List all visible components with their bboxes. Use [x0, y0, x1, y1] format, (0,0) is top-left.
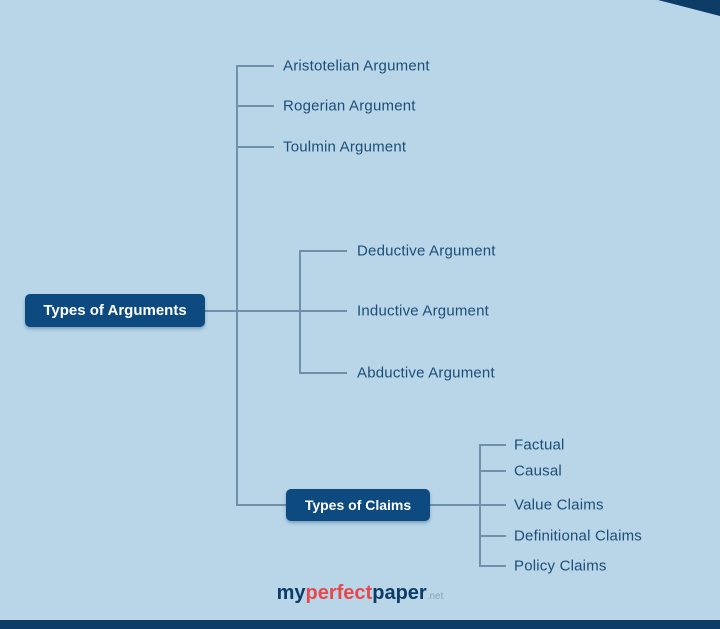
- leaf-aristotelian-argument: Aristotelian Argument: [283, 57, 430, 75]
- leaf-deductive-argument: Deductive Argument: [357, 242, 496, 260]
- branch-line-aristotelian: [236, 65, 274, 67]
- branch-line-inductive: [299, 310, 347, 312]
- leaf-value-claims: Value Claims: [514, 496, 604, 514]
- branch-line-rogerian: [236, 105, 274, 107]
- claims-node-label: Types of Claims: [304, 497, 412, 513]
- branch-line-factual: [479, 444, 506, 446]
- leaf-toulmin-argument: Toulmin Argument: [283, 138, 407, 156]
- brand-logo: myperfectpaper.net: [277, 582, 444, 605]
- claims-connector-line: [430, 504, 480, 506]
- branch-line-causal: [479, 470, 506, 472]
- logo-part-paper: paper: [372, 582, 427, 604]
- logo-part-perfect: perfect: [305, 582, 373, 604]
- main-trunk-line: [236, 65, 238, 506]
- leaf-factual-claims: Factual: [514, 436, 565, 454]
- trunk-to-claims-line: [236, 504, 286, 506]
- leaf-abductive-argument: Abductive Argument: [357, 364, 495, 382]
- root-node-label: Types of Arguments: [43, 302, 187, 319]
- corner-accent-triangle: [658, 0, 720, 16]
- leaf-policy-claims: Policy Claims: [514, 557, 607, 575]
- leaf-causal-claims: Causal: [514, 462, 562, 480]
- branch-line-policy: [479, 565, 506, 567]
- node-types-of-claims: Types of Claims: [286, 489, 430, 521]
- leaf-rogerian-argument: Rogerian Argument: [283, 97, 416, 115]
- leaf-definitional-claims: Definitional Claims: [514, 527, 643, 545]
- footer-accent-bar: [0, 620, 720, 629]
- logo-suffix-net: .net: [426, 591, 444, 602]
- root-connector-line: [205, 310, 301, 312]
- branch-line-deductive: [299, 250, 347, 252]
- branch-line-toulmin: [236, 146, 274, 148]
- branch-line-abductive: [299, 372, 347, 374]
- leaf-inductive-argument: Inductive Argument: [357, 302, 490, 320]
- branch-line-value: [479, 504, 506, 506]
- logo-part-my: my: [276, 582, 306, 604]
- root-node-types-of-arguments: Types of Arguments: [25, 294, 205, 327]
- branch-line-definitional: [479, 535, 506, 537]
